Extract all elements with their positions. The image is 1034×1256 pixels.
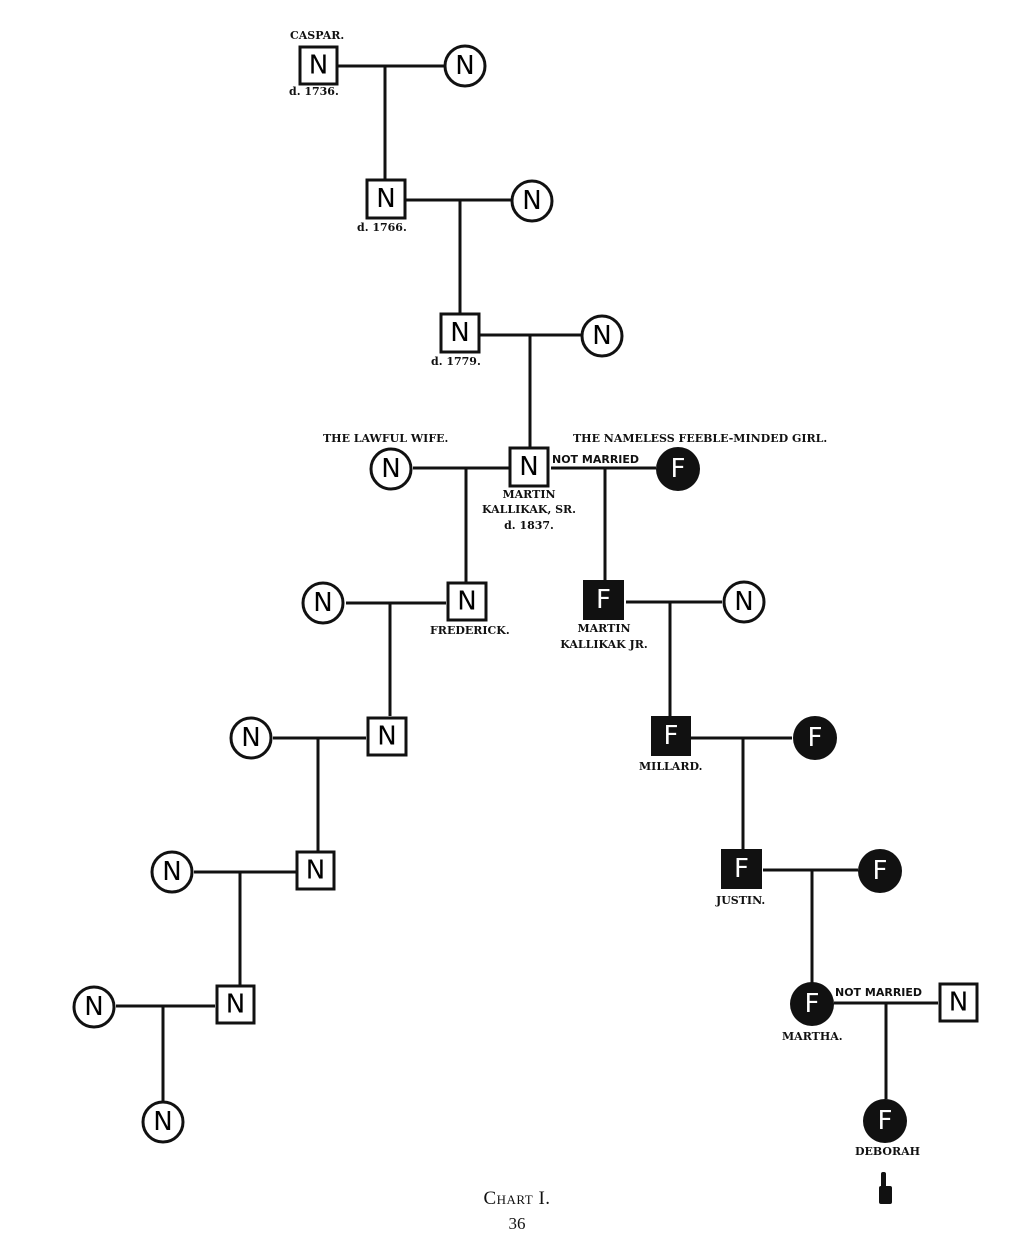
svg-text:N: N [313,588,332,618]
svg-text:N: N [522,186,541,216]
martin-sr-death-label: d. 1837. [504,519,554,532]
caspar-death-label: d. 1736. [289,85,339,98]
lawful-wife-circle: N [369,447,413,491]
svg-text:F: F [808,723,823,753]
normal-male-square: N [215,984,256,1025]
feebleminded-female-circle: F [858,849,902,893]
martin-sr-name-line2: KALLIKAK, SR. [482,503,576,516]
normal-female-circle: N [443,44,487,88]
gen2-death-label: d. 1766. [357,221,407,234]
normal-female-circle: N [229,716,273,760]
martin-sr-name-line1: MARTIN [502,488,555,501]
frederick-square: N [446,581,488,622]
svg-text:N: N [949,988,968,1018]
martin-jr-name-line2: KALLIKAK JR. [560,638,647,651]
svg-text:N: N [162,857,181,887]
nameless-girl-label: THE NAMELESS FEEBLE-MINDED GIRL. [573,432,827,445]
feebleminded-female-circle: F [793,716,837,760]
martha-circle: F [790,982,834,1026]
svg-text:N: N [450,318,469,348]
martin-kallikak-jr-square: F [583,580,624,620]
svg-text:N: N [241,723,260,753]
svg-text:N: N [592,321,611,351]
martha-label: MARTHA. [782,1030,843,1043]
svg-text:N: N [734,587,753,617]
normal-male-square: N [365,178,407,220]
deborah-circle: F [863,1099,907,1143]
svg-text:N: N [455,51,474,81]
normal-male-square: N [366,716,408,757]
lawful-wife-label: THE LAWFUL WIFE. [323,432,448,445]
gen3-death-label: d. 1779. [431,355,481,368]
normal-female-circle: N [150,850,194,894]
normal-male-square: N [298,45,339,86]
chart-caption: Chart I. [483,1188,551,1209]
svg-text:N: N [306,856,325,886]
not-married-label: NOT MARRIED [835,986,922,999]
svg-text:F: F [664,721,679,751]
martin-kallikak-sr-square: N [508,446,550,488]
svg-text:N: N [84,992,103,1022]
normal-male-square: N [439,312,481,354]
normal-male-square: N [938,982,979,1023]
svg-text:F: F [734,854,749,884]
svg-text:N: N [153,1107,172,1137]
justin-label: JUSTIN. [715,894,765,907]
svg-text:F: F [671,454,686,484]
martin-jr-name-line1: MARTIN [577,622,630,635]
svg-text:N: N [309,51,328,81]
svg-text:N: N [376,184,395,214]
pointing-hand-icon [879,1172,892,1204]
connector-lines [116,64,938,1101]
page-number: 36 [508,1214,526,1233]
normal-female-circle: N [510,179,554,223]
svg-text:F: F [873,856,888,886]
normal-female-circle: N [580,314,624,358]
nameless-girl-circle: F [656,447,700,491]
not-married-label: NOT MARRIED [552,453,639,466]
svg-text:F: F [805,989,820,1019]
normal-female-circle: N [72,985,116,1029]
svg-text:N: N [377,722,396,752]
normal-male-square: N [295,850,336,891]
frederick-label: FREDERICK. [430,624,510,637]
svg-text:N: N [519,452,538,482]
deborah-label: DEBORAH [855,1145,920,1158]
svg-text:N: N [226,990,245,1020]
caspar-label: CASPAR. [290,29,344,42]
millard-label: MILLARD. [639,760,702,773]
svg-text:F: F [878,1106,893,1136]
svg-text:N: N [381,454,400,484]
millard-square: F [651,716,691,756]
normal-child-circle: N [141,1100,185,1144]
svg-text:F: F [596,585,611,615]
normal-female-circle: N [722,580,766,624]
justin-square: F [721,849,762,889]
normal-female-circle: N [301,581,345,625]
svg-text:N: N [457,587,476,617]
